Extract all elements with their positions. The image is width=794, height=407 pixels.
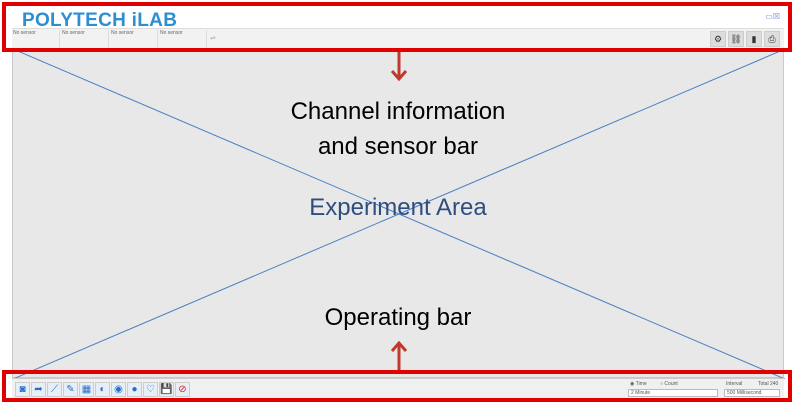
total-label: Total 240 bbox=[758, 381, 779, 387]
interval-select[interactable]: 500 Millisecond bbox=[724, 389, 780, 397]
channel-label: Channel information bbox=[290, 98, 506, 125]
time-label: Time bbox=[635, 381, 647, 387]
experiment-area bbox=[12, 48, 785, 379]
sensor-channel-2[interactable]: No sensor bbox=[61, 30, 109, 48]
disconnect-icon[interactable]: ⊘ bbox=[175, 382, 190, 397]
print-icon[interactable]: ⎙ bbox=[764, 31, 780, 47]
logo: POLYTECH iLAB bbox=[22, 10, 178, 31]
operating-label: Operating bar bbox=[324, 304, 472, 331]
save-icon[interactable]: 💾 bbox=[159, 382, 174, 397]
arrow-down-icon bbox=[390, 52, 408, 82]
time-radio[interactable]: ◉ Time bbox=[630, 381, 647, 387]
usb-icon: ⇌ bbox=[210, 35, 216, 42]
favorite-icon[interactable]: ♡ bbox=[143, 382, 158, 397]
start-icon[interactable]: ◐ bbox=[95, 382, 110, 397]
sensor-channel-3[interactable]: No sensor bbox=[110, 30, 158, 48]
connect-icon[interactable]: ⛓ bbox=[728, 31, 744, 47]
pen-icon[interactable]: ✎ bbox=[63, 382, 78, 397]
channel-label-2: and sensor bar bbox=[317, 133, 479, 160]
duration-select[interactable]: 2 Minute bbox=[628, 389, 718, 397]
arrow-up-icon bbox=[390, 340, 408, 370]
sensor-channel-4[interactable]: No sensor bbox=[159, 30, 207, 48]
stop-icon[interactable]: ● bbox=[127, 382, 142, 397]
count-label: Count bbox=[664, 381, 678, 387]
interval-label: Interval bbox=[726, 381, 743, 387]
device-icon[interactable]: ▮ bbox=[746, 31, 762, 47]
sensor-bar: No sensor No sensor No sensor No sensor … bbox=[12, 28, 784, 48]
line-icon[interactable]: ⟋ bbox=[47, 382, 62, 397]
window-controls[interactable]: ▭☒ bbox=[765, 12, 780, 21]
settings-icon[interactable]: ⚙ bbox=[710, 31, 726, 47]
experiment-label: Experiment Area bbox=[309, 194, 487, 221]
count-radio[interactable]: ○ Count bbox=[660, 381, 678, 387]
sensor-icon[interactable]: ◙ bbox=[15, 382, 30, 397]
header: POLYTECH iLAB ▭☒ No sensor No sensor No … bbox=[12, 6, 784, 48]
placeholder-cross bbox=[13, 49, 785, 379]
sensor-channel-1[interactable]: No sensor bbox=[12, 30, 60, 48]
back-icon[interactable]: ➦ bbox=[31, 382, 46, 397]
table-icon[interactable]: ▦ bbox=[79, 382, 94, 397]
operating-bar: ◙ ➦ ⟋ ✎ ▦ ◐ ◉ ● ♡ 💾 ⊘ ◉ Time ○ Count 2 M… bbox=[12, 378, 784, 400]
record-icon[interactable]: ◉ bbox=[111, 382, 126, 397]
highlight-top bbox=[2, 2, 792, 52]
highlight-bottom bbox=[2, 370, 792, 402]
